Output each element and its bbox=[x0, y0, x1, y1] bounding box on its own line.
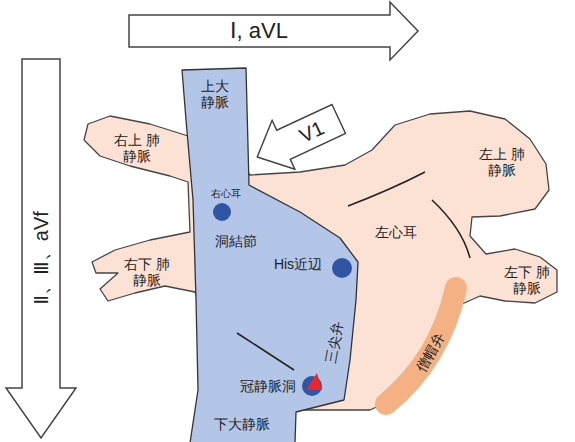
eustachian-line bbox=[237, 333, 294, 370]
part-name: 洞結節 bbox=[212, 233, 260, 249]
origin-triangle bbox=[306, 373, 322, 390]
part-name: 右上 肺静脈 bbox=[114, 132, 160, 164]
part-name: 左上 肺静脈 bbox=[479, 146, 525, 178]
part-name: 左下 肺静脈 bbox=[504, 264, 550, 296]
lead-arrow: Ⅱ、Ⅲ、aVf bbox=[4, 58, 78, 440]
part-name: 右心耳 bbox=[209, 188, 243, 200]
lead-arrow: Ⅰ, aVL bbox=[128, 0, 420, 62]
right-atrium bbox=[182, 68, 358, 442]
part-name: 上大 静脈 bbox=[199, 78, 231, 110]
lead-name: Ⅱ、Ⅲ、aVf bbox=[31, 211, 51, 305]
lead-name: Ⅰ, aVL bbox=[230, 20, 288, 42]
arrow-outline bbox=[6, 59, 76, 438]
arrow-outline bbox=[246, 95, 350, 182]
site-dot bbox=[213, 203, 231, 221]
mitral-valve-band bbox=[386, 288, 456, 404]
part-name: 冠静脈洞 bbox=[237, 378, 299, 394]
arrow-outline bbox=[129, 2, 418, 60]
part-name: 右下 肺静脈 bbox=[124, 256, 170, 288]
appendage-line bbox=[348, 172, 425, 206]
part-name: 左心耳 bbox=[372, 224, 420, 240]
appendage-line bbox=[432, 200, 470, 258]
part-name: His近辺 bbox=[269, 256, 328, 272]
part-name: 下大静脈 bbox=[211, 416, 273, 432]
site-dot bbox=[332, 258, 352, 278]
